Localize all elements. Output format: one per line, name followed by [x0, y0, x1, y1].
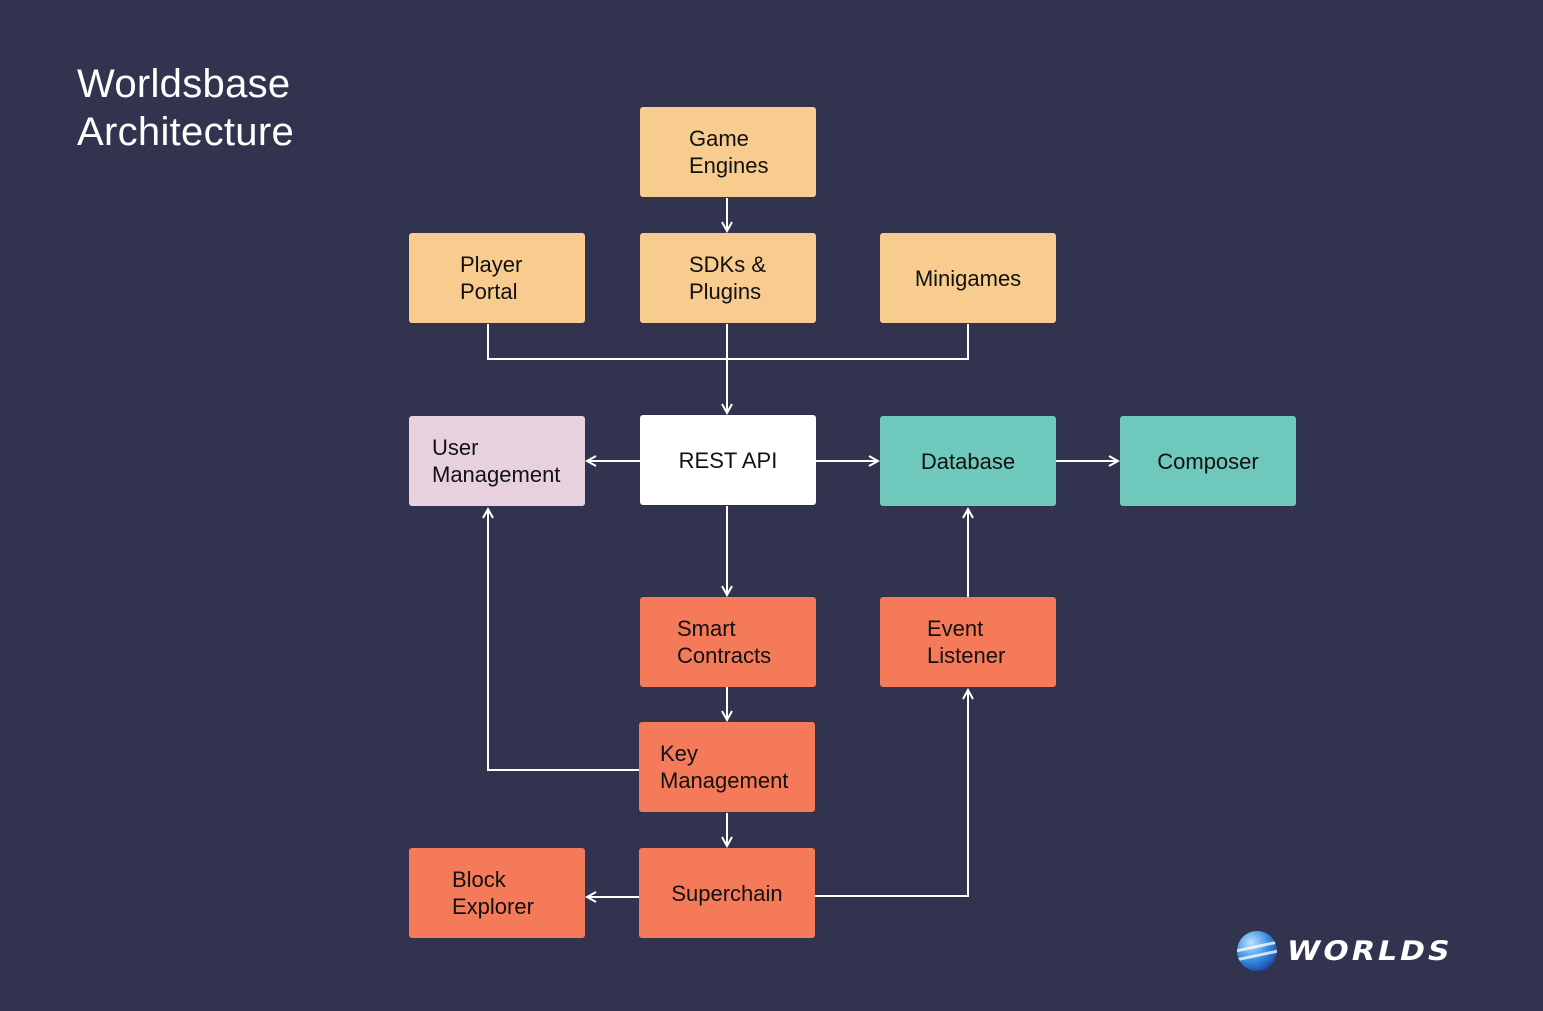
node-database: Database [880, 416, 1056, 506]
node-sdks-plugins: SDKs & Plugins [640, 233, 816, 323]
node-sdks-plugins-label: SDKs & Plugins [689, 252, 767, 304]
edge-player-portal-to-bus [487, 324, 727, 360]
globe-icon [1237, 931, 1277, 971]
node-composer-label: Composer [1157, 448, 1259, 474]
node-rest-api: REST API [640, 415, 816, 505]
edge-key-management-to-user-management [488, 509, 639, 771]
node-player-portal: Player Portal [409, 233, 585, 323]
title-line-2: Architecture [77, 110, 295, 154]
node-block-explorer: Block Explorer [409, 848, 585, 938]
node-database-label: Database [920, 448, 1016, 474]
node-key-management: Key Management [639, 722, 815, 812]
node-game-engines-label: Game Engines [689, 126, 769, 178]
worlds-logo: WORLDS [1237, 929, 1456, 973]
node-minigames-label: Minigames [914, 265, 1022, 291]
node-event-listener: Event Listener [880, 597, 1056, 687]
node-minigames: Minigames [880, 233, 1056, 323]
node-player-portal-label: Player Portal [460, 252, 523, 304]
node-user-management-label: User Management [432, 435, 561, 487]
title-line-1: Worldsbase [77, 62, 291, 106]
node-rest-api-label: REST API [678, 447, 778, 473]
diagram-title: Worldsbase Architecture [77, 60, 294, 156]
node-smart-contracts: Smart Contracts [640, 597, 816, 687]
node-superchain-label: Superchain [671, 880, 783, 906]
node-user-management: User Management [409, 416, 585, 506]
node-event-listener-label: Event Listener [927, 616, 1006, 668]
node-block-explorer-label: Block Explorer [452, 867, 534, 919]
node-composer: Composer [1120, 416, 1296, 506]
node-smart-contracts-label: Smart Contracts [677, 616, 772, 668]
edge-minigames-to-bus [727, 324, 969, 360]
edge-superchain-to-event-listener [815, 690, 968, 897]
node-superchain: Superchain [639, 848, 815, 938]
node-key-management-label: Key Management [660, 741, 789, 793]
node-game-engines: Game Engines [640, 107, 816, 197]
logo-wordmark: WORLDS [1283, 935, 1456, 967]
